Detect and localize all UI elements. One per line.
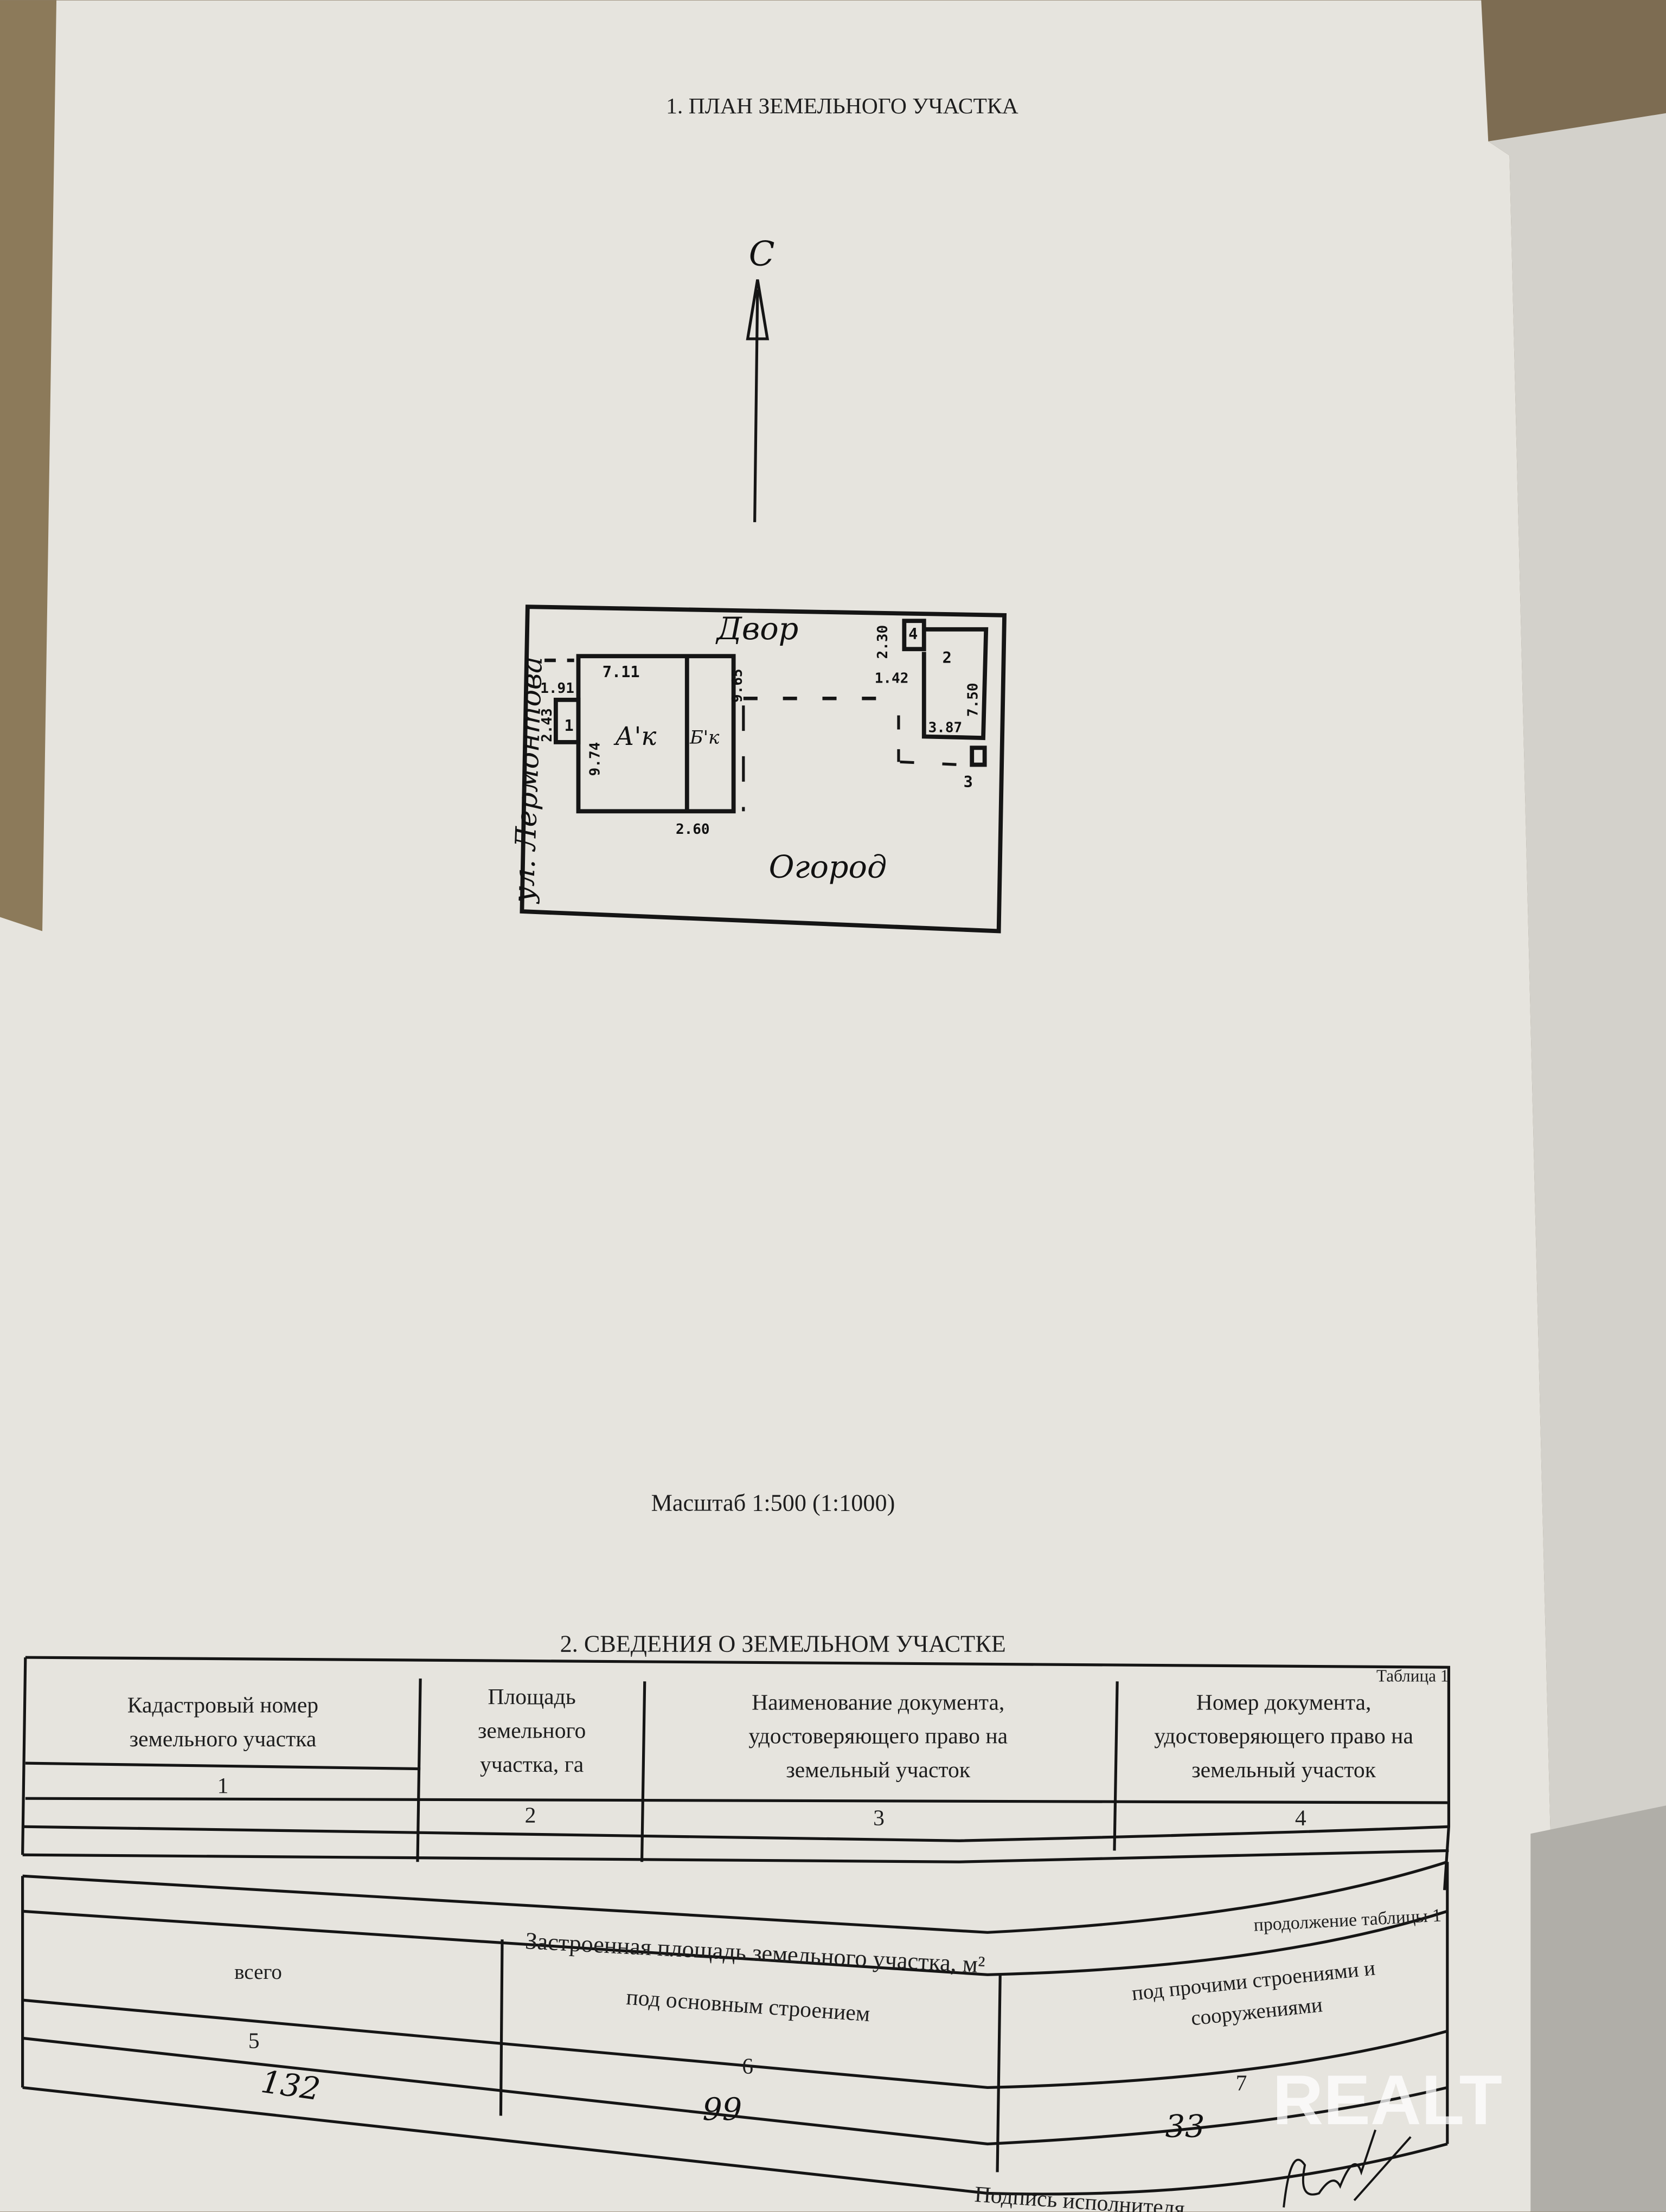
built-area-other: 33 <box>1165 2108 1205 2144</box>
svg-text:7: 7 <box>1236 2071 1247 2096</box>
svg-text:5: 5 <box>248 2029 260 2054</box>
house-ext-label: Б'к <box>689 726 720 748</box>
signature <box>1283 2129 1412 2208</box>
garden-label: Огород <box>769 850 887 885</box>
svg-text:3: 3 <box>964 773 973 791</box>
table-1 <box>21 1656 1451 1891</box>
section1-title: 1. ПЛАН ЗЕМЕЛЬНОГО УЧАСТКА <box>666 94 1018 119</box>
table1-header-doc-name: Наименование документа, удостоверяющего … <box>748 1691 1008 1783</box>
scale-label: Масштаб 1:500 (1:1000) <box>651 1490 895 1516</box>
svg-text:6: 6 <box>742 2054 753 2079</box>
svg-text:2.43: 2.43 <box>539 708 555 742</box>
svg-text:9.74: 9.74 <box>587 742 604 776</box>
svg-text:1: 1 <box>564 716 573 735</box>
realt-watermark: REALT <box>1272 2060 1502 2139</box>
background-bottom-right <box>1530 1805 1666 2212</box>
svg-text:9.65: 9.65 <box>729 668 746 703</box>
building-2 <box>921 627 989 741</box>
svg-text:7.50: 7.50 <box>965 683 982 717</box>
land-plot-plan: Двор Огород ул. Лермонтова А'к Б'к 7.11 … <box>508 605 1007 934</box>
svg-text:всего: всего <box>234 1960 282 1984</box>
svg-text:1: 1 <box>217 1773 229 1798</box>
north-label: С <box>749 234 775 274</box>
table1-header-doc-number: Номер документа, удостоверяющего право н… <box>1154 1691 1413 1783</box>
svg-text:7.11: 7.11 <box>603 663 640 681</box>
section2-title: 2. СВЕДЕНИЯ О ЗЕМЕЛЬНОМ УЧАСТКЕ <box>560 1631 1006 1657</box>
building-4 <box>902 619 926 652</box>
svg-text:1.42: 1.42 <box>875 671 909 687</box>
page-fold <box>1488 113 1666 2212</box>
svg-text:4: 4 <box>908 625 918 643</box>
building-1 <box>553 697 581 744</box>
yard-label: Двор <box>715 611 798 647</box>
built-area-main: 99 <box>702 2092 742 2127</box>
svg-text:2: 2 <box>525 1803 536 1828</box>
built-area-total: 132 <box>259 2064 322 2108</box>
table-1-header-row: Кадастровый номер земельного участка Пло… <box>127 1686 1413 1831</box>
svg-text:1.91: 1.91 <box>540 680 574 697</box>
table1-caption: Таблица 1 <box>1376 1666 1449 1685</box>
plot-boundary <box>520 605 1007 934</box>
svg-text:3: 3 <box>873 1806 885 1831</box>
building-3 <box>970 745 987 767</box>
north-arrow-icon <box>746 279 770 523</box>
table-2 <box>21 1860 1449 2196</box>
house-main-label: А'к <box>613 722 656 751</box>
table1-header-cadastral: Кадастровый номер земельного участка <box>127 1694 319 1752</box>
paper-page <box>0 0 1552 2212</box>
fabric-left <box>0 0 57 931</box>
svg-text:4: 4 <box>1295 1806 1306 1831</box>
svg-text:2: 2 <box>943 648 952 667</box>
svg-text:3.87: 3.87 <box>928 720 963 736</box>
table1-header-area: Площадь земельного участка, га <box>477 1686 586 1778</box>
svg-text:2.60: 2.60 <box>676 821 710 838</box>
svg-text:2.30: 2.30 <box>875 625 891 659</box>
